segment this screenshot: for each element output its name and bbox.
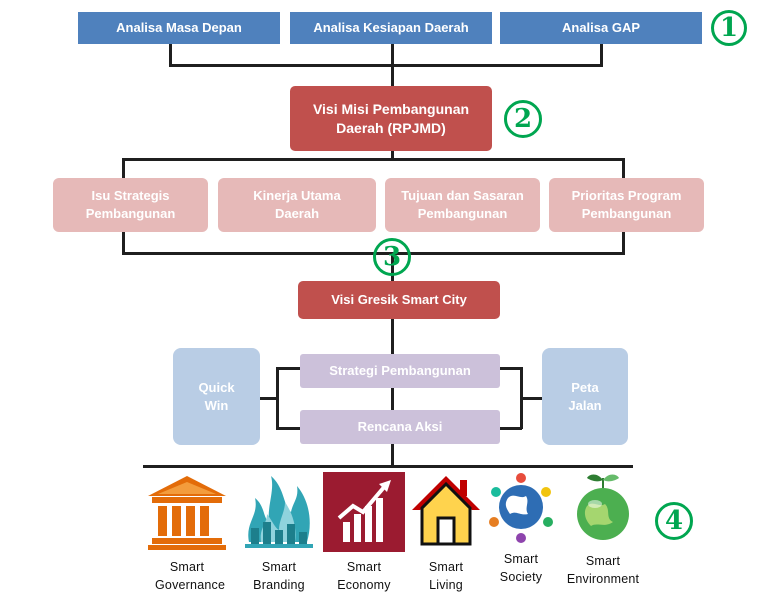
pillar-label: Smart Economy [337, 560, 391, 593]
visi-gresik-smart-city-box: Visi Gresik Smart City [298, 281, 500, 319]
peta-jalan-box: Peta Jalan [542, 348, 628, 445]
pillar-smart-environment: Smart Environment [558, 470, 648, 588]
analisa-kesiapan-daerah-box: Analisa Kesiapan Daerah [290, 12, 492, 44]
connector [122, 158, 625, 161]
rpjmd-box: Visi Misi Pembangunan Daerah (RPJMD) [290, 86, 492, 151]
connector [276, 367, 300, 370]
analisa-masa-depan-box: Analisa Masa Depan [78, 12, 280, 44]
connector [391, 444, 394, 466]
pillars-baseline [143, 465, 633, 468]
pillar-smart-society: Smart Society [486, 470, 556, 586]
pillar-label: Smart Environment [566, 554, 640, 587]
connector [122, 158, 125, 178]
growth-chart-icon [323, 472, 405, 552]
tujuan-sasaran-box: Tujuan dan Sasaran Pembangunan [385, 178, 540, 232]
pillar-label: Smart Society [499, 552, 543, 585]
connector [391, 66, 394, 86]
pillar-smart-governance: Smart Governance [138, 472, 236, 594]
green-earth-icon [577, 474, 629, 540]
connector [391, 44, 394, 66]
connector [276, 427, 300, 430]
strategi-pembangunan-box: Strategi Pembangunan [300, 354, 500, 388]
connector [169, 64, 603, 67]
connector [391, 151, 394, 161]
pillar-smart-economy: Smart Economy [322, 472, 406, 594]
step-badge-2: 2 [504, 100, 542, 138]
pillar-smart-branding: Smart Branding [238, 472, 320, 594]
rencana-aksi-box: Rencana Aksi [300, 410, 500, 444]
kinerja-utama-box: Kinerja Utama Daerah [218, 178, 376, 232]
pillar-smart-living: Smart Living [408, 472, 484, 594]
connector [521, 397, 542, 400]
house-icon [412, 476, 480, 546]
connector [169, 44, 172, 66]
analisa-gap-box: Analisa GAP [500, 12, 702, 44]
connector [260, 397, 278, 400]
connector [122, 232, 125, 254]
connector [498, 367, 522, 370]
connector [391, 319, 394, 354]
connector [600, 44, 603, 66]
step-badge-1: 1 [711, 10, 747, 46]
globe-people-icon [489, 473, 553, 543]
connector [622, 232, 625, 254]
government-building-icon [148, 476, 226, 550]
pillar-label: Smart Living [428, 560, 464, 593]
step-badge-3: 3 [373, 238, 411, 276]
pillar-label: Smart Branding [253, 560, 305, 593]
pillar-label: Smart Governance [155, 560, 226, 593]
connector [622, 158, 625, 178]
step-badge-4: 4 [655, 502, 693, 540]
city-flame-icon [245, 476, 313, 548]
connector [498, 427, 522, 430]
prioritas-program-box: Prioritas Program Pembangunan [549, 178, 704, 232]
quick-win-box: Quick Win [173, 348, 260, 445]
connector [391, 388, 394, 410]
isu-strategis-box: Isu Strategis Pembangunan [53, 178, 208, 232]
